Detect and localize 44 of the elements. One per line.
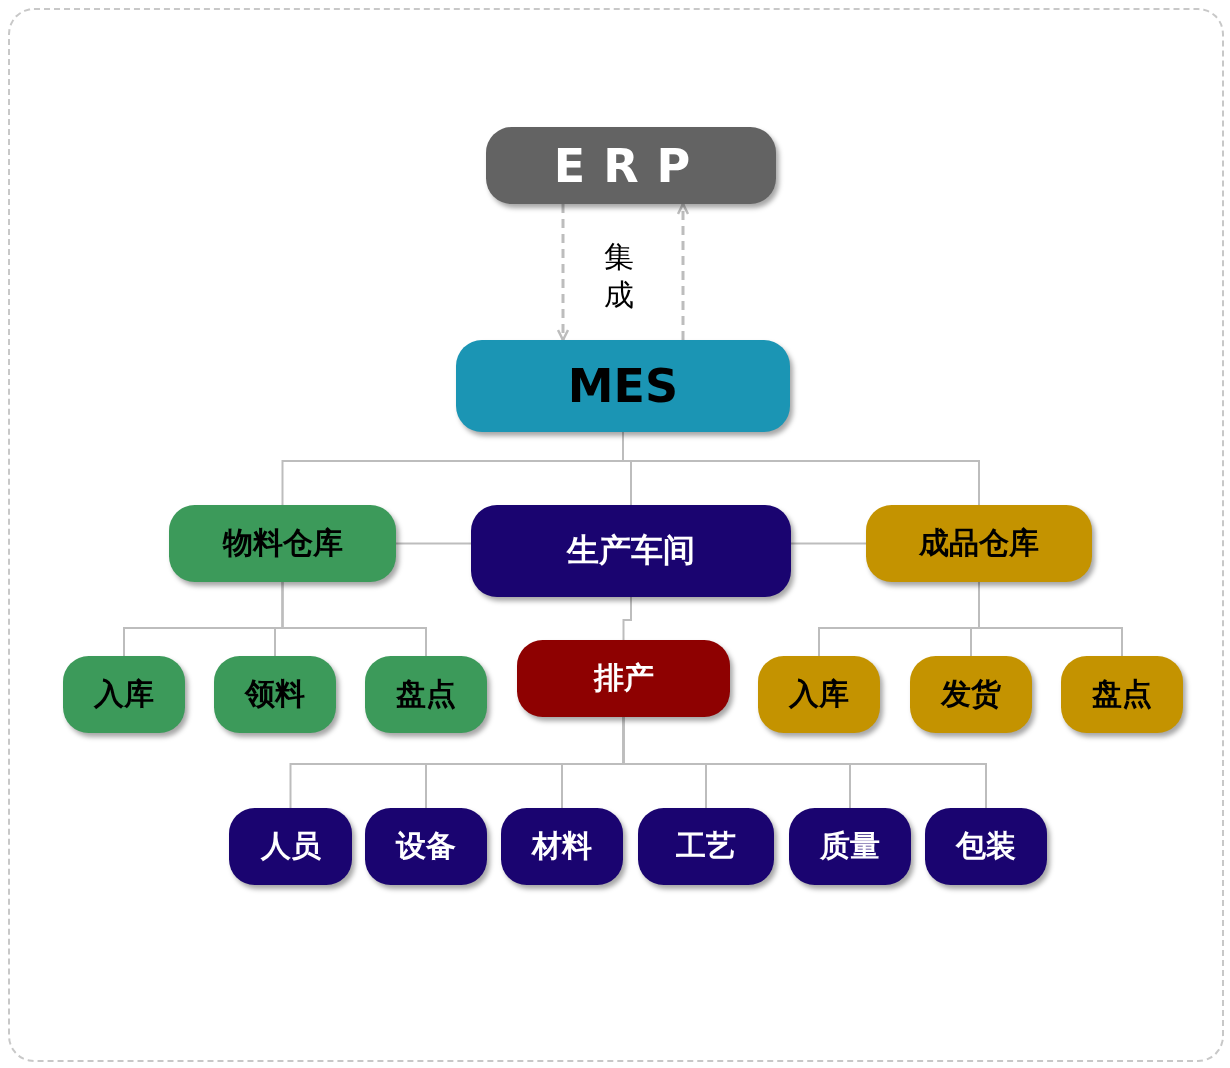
- box-label: 包装: [956, 827, 1016, 865]
- rounded-box: [471, 505, 791, 597]
- box-label: 设备: [396, 827, 456, 865]
- arrow: [556, 204, 570, 342]
- rounded-box: [486, 127, 776, 204]
- box-label: 材料: [532, 827, 592, 865]
- box-label: 质量: [820, 827, 880, 865]
- rounded-box: [517, 640, 730, 717]
- box-label: 工艺: [676, 827, 736, 865]
- rounded-box: [1061, 656, 1183, 733]
- connector-line: [281, 581, 427, 657]
- box-label: 人员: [260, 827, 321, 865]
- rounded-box: [758, 656, 880, 733]
- box-label: 物料仓库: [222, 524, 343, 562]
- rounded-box: [456, 340, 790, 432]
- rounded-box: [365, 656, 487, 733]
- connector-line: [790, 542, 867, 545]
- rounded-box: [501, 808, 623, 885]
- rounded-box: [63, 656, 185, 733]
- box-label: MES: [567, 359, 679, 413]
- connector-line: [395, 542, 472, 545]
- box-label: 排产: [593, 659, 654, 697]
- rounded-box: [638, 808, 774, 885]
- connector-line: [978, 581, 1123, 657]
- arrow: [676, 202, 690, 340]
- box-label: ERP: [553, 138, 709, 193]
- box-label: 盘点: [1092, 675, 1152, 713]
- box-label: 领料: [245, 675, 305, 713]
- vertical-label: 集成: [604, 238, 634, 313]
- rounded-box: [925, 808, 1047, 885]
- box-label: 盘点: [396, 675, 456, 713]
- rounded-box: [910, 656, 1032, 733]
- rounded-box: [229, 808, 352, 885]
- rounded-box: [365, 808, 487, 885]
- box-label: 发货: [941, 675, 1001, 713]
- rounded-box: [214, 656, 336, 733]
- box-label: 入库: [789, 675, 849, 713]
- box-label: 生产车间: [567, 530, 695, 571]
- connector-line: [622, 596, 632, 641]
- rounded-box: [789, 808, 911, 885]
- box-label: 入库: [94, 675, 154, 713]
- rounded-box: [169, 505, 396, 582]
- rounded-box: [866, 505, 1092, 582]
- box-label: 成品仓库: [919, 524, 1039, 562]
